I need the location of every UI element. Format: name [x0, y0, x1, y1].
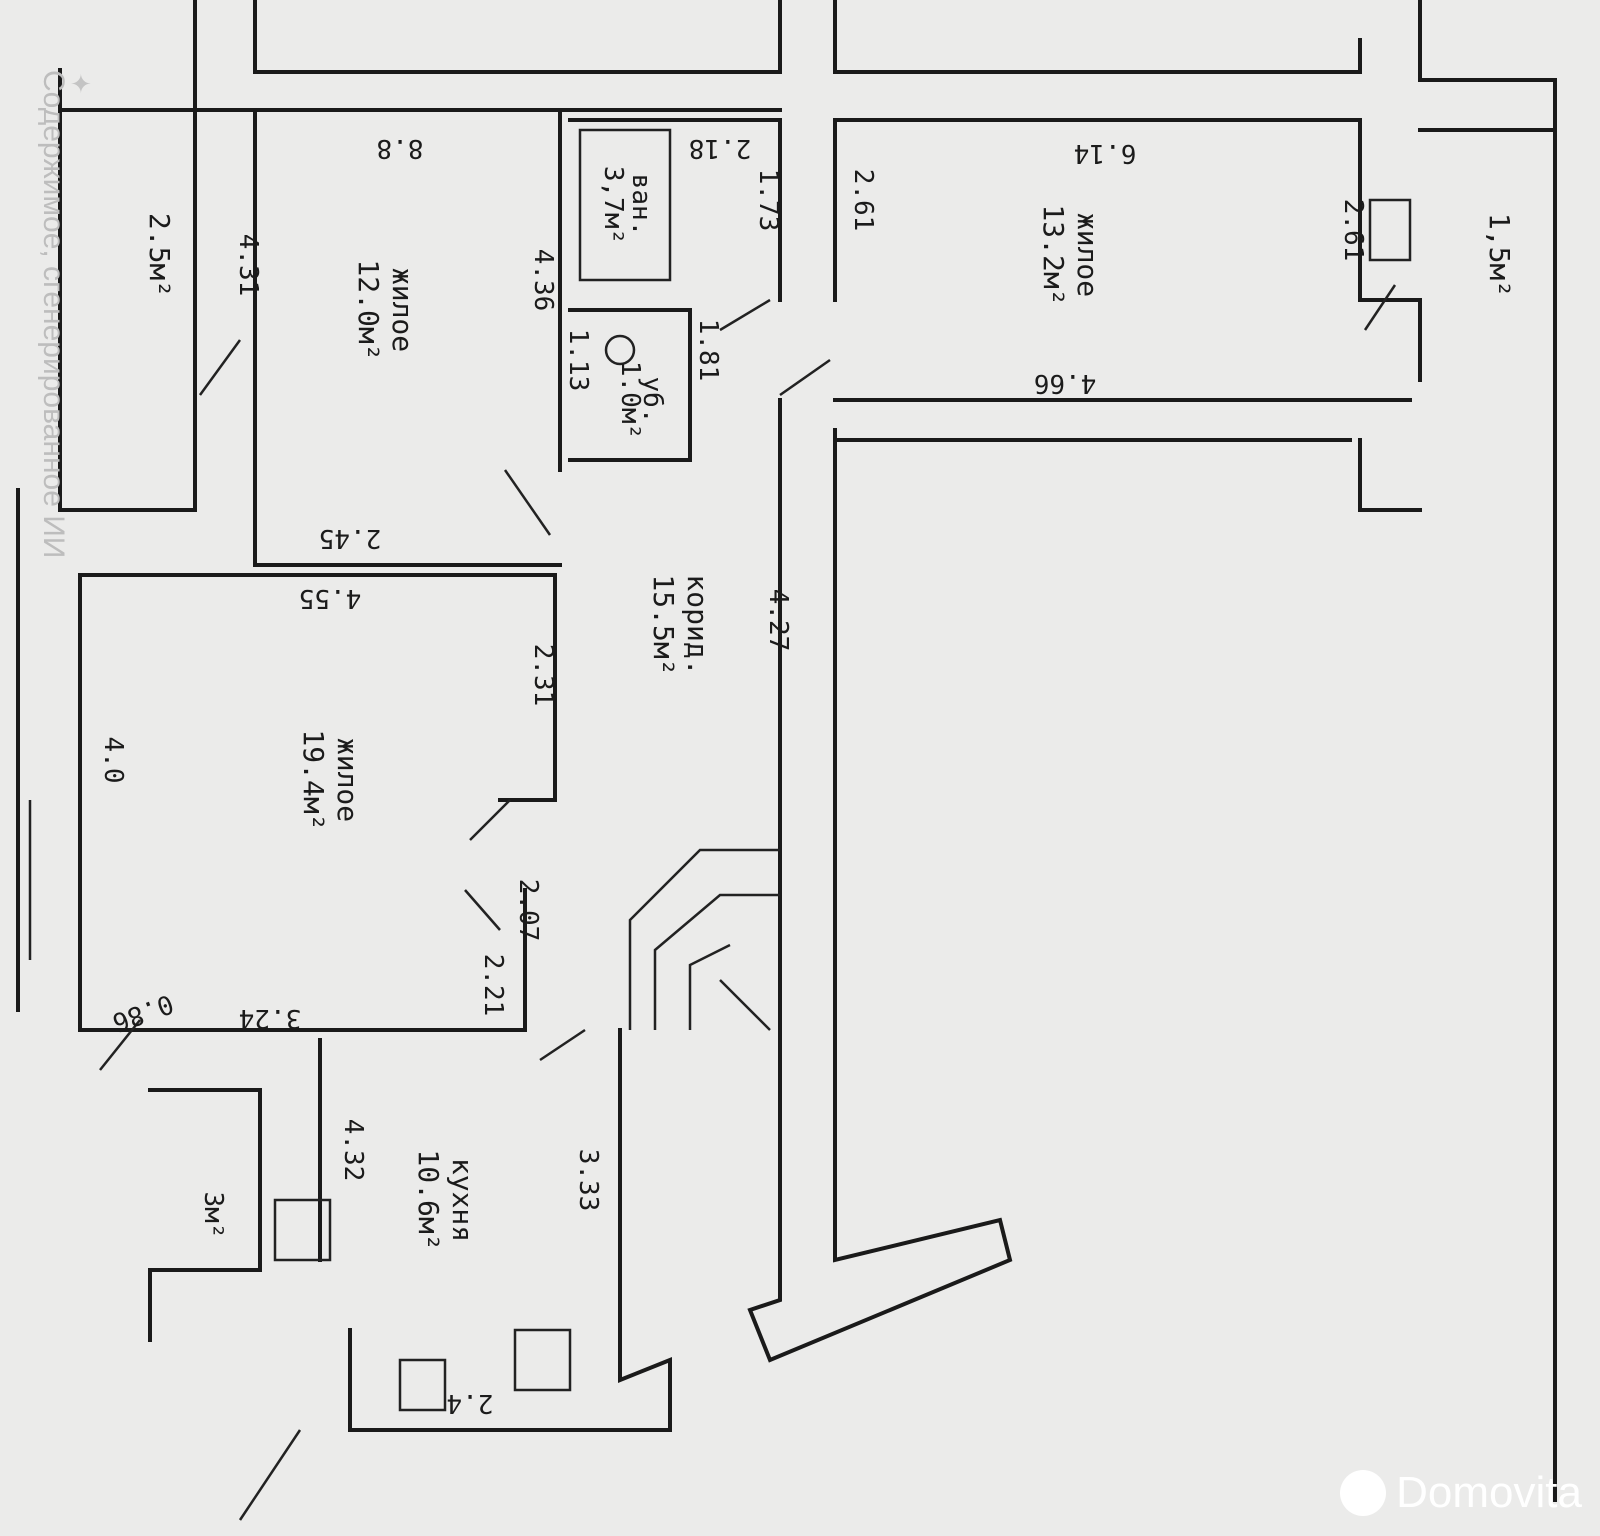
- svg-text:4.36: 4.36: [528, 249, 558, 312]
- svg-text:13.2м²: 13.2м²: [1037, 204, 1070, 305]
- room-label-12-0: жилое 12.0м²: [352, 259, 419, 360]
- svg-text:10.6м²: 10.6м²: [412, 1149, 445, 1250]
- svg-text:жилое: жилое: [1071, 213, 1104, 297]
- walls: [16, 0, 1557, 1521]
- svg-text:2.18: 2.18: [689, 133, 752, 163]
- room-label-3: 3м²: [198, 1192, 228, 1239]
- room-label-19-4: жилое 19.4м²: [297, 729, 364, 830]
- brand-logo-icon: [1340, 1470, 1387, 1516]
- ai-generated-watermark: ✦ Содержимое, сгенерированное ИИ: [34, 40, 92, 740]
- svg-text:15.5м²: 15.5м²: [647, 574, 680, 675]
- svg-text:12.0м²: 12.0м²: [352, 259, 385, 360]
- brand-watermark: Domovita: [1340, 1468, 1582, 1518]
- svg-text:8.8: 8.8: [377, 133, 424, 163]
- svg-text:3,7м²: 3,7м²: [598, 166, 628, 244]
- svg-text:2.61: 2.61: [848, 169, 878, 232]
- svg-text:1.13: 1.13: [563, 329, 593, 392]
- svg-text:2.5м²: 2.5м²: [143, 213, 176, 297]
- room-label-bath: ван. 3,7м²: [598, 166, 656, 244]
- room-label-13-2: жилое 13.2м²: [1037, 204, 1104, 305]
- sparkle-icon: ✦: [70, 70, 92, 100]
- room-label-kitchen: кухня 10.6м²: [412, 1149, 479, 1250]
- room-label-1-5: 1,5м²: [1483, 213, 1516, 297]
- svg-text:2.07: 2.07: [513, 879, 543, 942]
- svg-text:3.33: 3.33: [573, 1149, 603, 1212]
- brand-name: Domovita: [1396, 1468, 1582, 1517]
- svg-text:2.61: 2.61: [1338, 199, 1368, 262]
- svg-text:4.66: 4.66: [1034, 368, 1097, 398]
- svg-text:6.14: 6.14: [1074, 138, 1137, 168]
- svg-text:1.73: 1.73: [753, 169, 783, 232]
- svg-text:корид.: корид.: [681, 574, 714, 675]
- room-label-2-5: 2.5м²: [143, 213, 176, 297]
- svg-text:2.21: 2.21: [478, 954, 508, 1017]
- svg-text:4.27: 4.27: [763, 589, 793, 652]
- svg-text:4.32: 4.32: [338, 1119, 368, 1182]
- room-label-corridor: корид. 15.5м²: [647, 574, 714, 675]
- svg-text:3м²: 3м²: [198, 1192, 228, 1239]
- svg-text:4.31: 4.31: [233, 234, 263, 297]
- svg-text:4.0: 4.0: [98, 737, 128, 784]
- dimension-labels: 8.8 4.31 4.36 2.18 1.73 1.13 1.81 2.61 6…: [98, 133, 1368, 1418]
- svg-text:4.55: 4.55: [299, 583, 362, 613]
- svg-text:ван.: ван.: [626, 174, 656, 237]
- svg-text:1.0м²: 1.0м²: [615, 361, 645, 439]
- svg-text:2.31: 2.31: [528, 644, 558, 707]
- svg-text:1,5м²: 1,5м²: [1483, 213, 1516, 297]
- svg-text:уб.: уб.: [637, 377, 667, 424]
- svg-text:2.45: 2.45: [319, 523, 382, 553]
- svg-text:кухня: кухня: [446, 1158, 479, 1242]
- svg-text:19.4м²: 19.4м²: [297, 729, 330, 830]
- svg-text:жилое: жилое: [331, 738, 364, 822]
- svg-text:2.4: 2.4: [447, 1388, 494, 1418]
- svg-text:3.24: 3.24: [239, 1003, 302, 1033]
- ai-notice-text: Содержимое, сгенерированное ИИ: [37, 70, 70, 559]
- room-label-wc: уб. 1.0м²: [615, 361, 667, 439]
- svg-text:1.81: 1.81: [693, 319, 723, 382]
- room-labels: 2.5м² жилое 12.0м² ван. 3,7м² уб. 1.0м² …: [143, 166, 1516, 1251]
- svg-text:жилое: жилое: [386, 268, 419, 352]
